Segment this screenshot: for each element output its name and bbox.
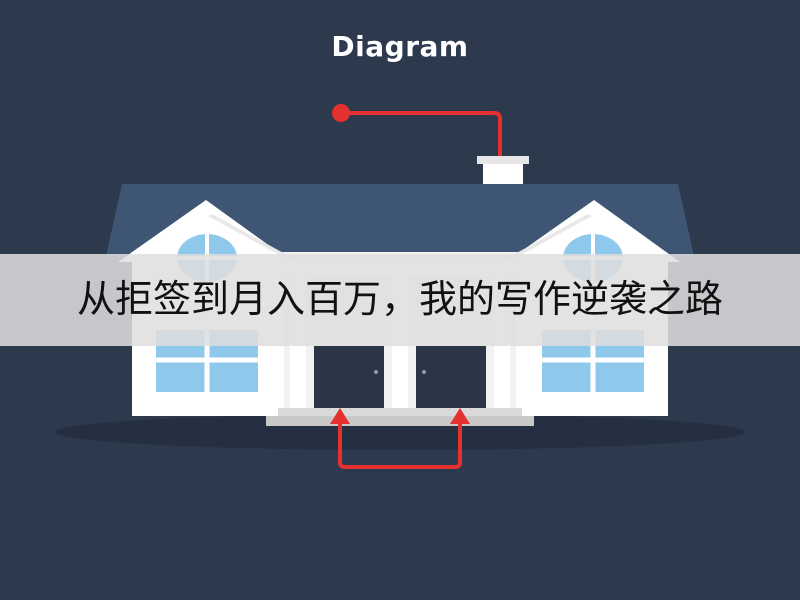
front-door-left	[314, 346, 384, 410]
door-knob	[374, 370, 378, 374]
caption-band	[0, 254, 800, 346]
front-door-right	[416, 346, 486, 410]
chimney-icon	[477, 156, 529, 186]
porch-step	[266, 416, 534, 426]
porch-step	[278, 408, 522, 416]
arrow-up-icon	[330, 408, 350, 424]
caption-text: 从拒签到月入百万，我的写作逆袭之路	[76, 277, 723, 321]
diagram-title: Diagram	[331, 30, 469, 63]
ground-shadow	[55, 414, 745, 450]
signal-line	[341, 111, 502, 158]
flow-line	[338, 422, 462, 469]
door-knob	[422, 370, 426, 374]
arrow-up-icon	[450, 408, 470, 424]
